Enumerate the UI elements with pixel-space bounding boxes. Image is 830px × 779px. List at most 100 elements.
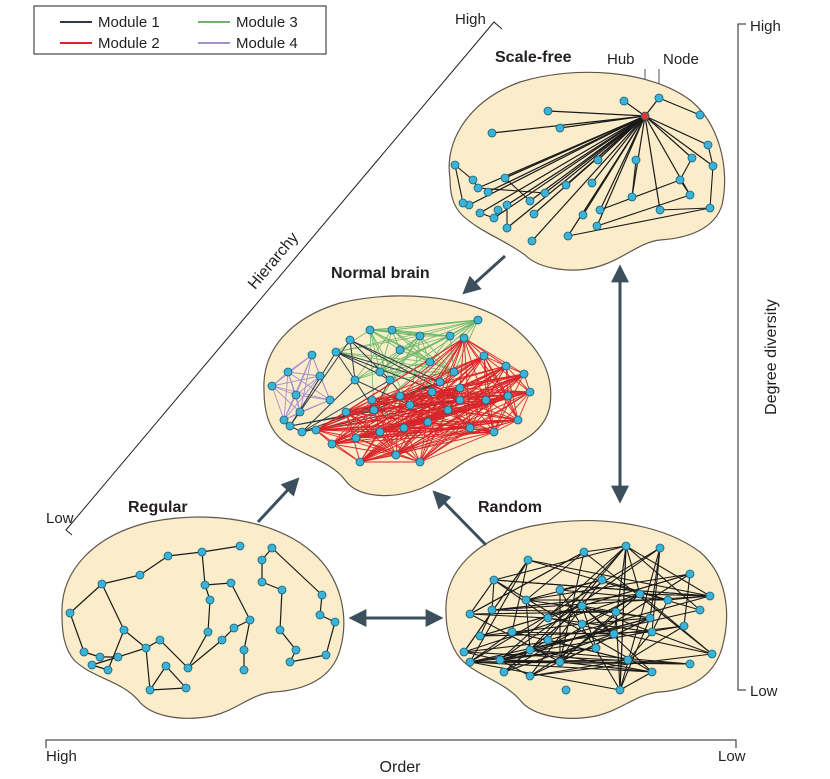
random-edge (499, 545, 627, 661)
normal-brain-node (315, 371, 325, 381)
scale-free-edge (644, 115, 693, 159)
normal-brain-node (513, 415, 523, 425)
scale-free-node (619, 96, 629, 106)
normal-brain-edge-module-2 (379, 431, 397, 456)
regular-node (217, 635, 227, 645)
random-edge (493, 579, 549, 619)
normal-brain-edge-module-2 (345, 387, 461, 413)
scale-free-edge (599, 115, 646, 211)
regular-node (161, 661, 171, 671)
normal-brain-node (365, 325, 375, 335)
normal-brain-edge-module-2 (345, 399, 373, 413)
normal-brain-edge-module-3 (354, 349, 401, 381)
scale-free-node (593, 155, 603, 165)
normal-brain-node (311, 425, 321, 435)
scale-free-node (578, 210, 588, 220)
random-node (507, 627, 517, 637)
normal-brain-node (375, 427, 385, 437)
regular-edge (69, 612, 85, 653)
normal-brain-edge-module-2 (359, 419, 519, 463)
normal-brain-node (415, 331, 425, 341)
normal-brain-edge-module-3 (354, 329, 393, 381)
normal-brain-edge-module-2 (395, 395, 509, 456)
normal-brain-edge-module-4 (271, 385, 285, 421)
normal-brain-edge-module-2 (359, 431, 495, 463)
arrow-scale-free-to-normal (462, 254, 507, 295)
legend-label-module-1: Module 1 (98, 14, 160, 31)
regular-edge (243, 619, 251, 651)
scale-free-edge (454, 164, 464, 204)
hierarchy-axis-line (65, 21, 503, 536)
normal-brain-edge-module-2 (431, 387, 461, 393)
random-edge (627, 631, 653, 661)
normal-brain-edge-module-2 (399, 391, 433, 397)
scale-free-edge (658, 97, 701, 116)
hierarchy-high-label: High (455, 11, 486, 28)
normal-brain-node (473, 315, 483, 325)
random-node (707, 649, 717, 659)
normal-brain-edge-module-2 (331, 337, 465, 445)
scale-free-node (529, 209, 539, 219)
normal-brain-edge-module-2 (315, 429, 357, 439)
normal-brain-node (351, 433, 361, 443)
normal-brain-edge-module-2 (459, 373, 525, 389)
random-node (591, 643, 601, 653)
regular-edge (91, 656, 119, 666)
scale-free-edge (493, 115, 646, 219)
normal-brain-node (449, 367, 459, 377)
normal-brain-edge-module-2 (371, 355, 485, 401)
regular-edge (207, 599, 211, 633)
random-edge (581, 617, 651, 625)
scale-free-node (543, 106, 553, 116)
normal-brain-edge-module-2 (419, 373, 525, 463)
normal-brain-edge-module-2 (399, 337, 465, 397)
normal-brain-edge-module-2 (403, 395, 509, 429)
order-axis-title: Order (380, 759, 422, 776)
normal-brain-node (465, 423, 475, 433)
normal-brain-edge-module-4 (287, 371, 331, 401)
normal-brain-edge-module-2 (459, 387, 487, 401)
regular-edge (230, 582, 251, 621)
degree-diversity-low-label: Low (750, 683, 778, 700)
normal-brain-node (345, 335, 355, 345)
normal-brain-node (415, 457, 425, 467)
regular-node (145, 685, 155, 695)
random-node (487, 605, 497, 615)
random-edge (469, 661, 621, 691)
normal-brain-node (443, 405, 453, 415)
normal-brain-edge-module-2 (355, 427, 471, 439)
normal-brain-edge-module-3 (419, 319, 479, 337)
random-node (615, 685, 625, 695)
random-node (495, 655, 505, 665)
legend-box (33, 5, 327, 55)
random-edge (491, 595, 711, 611)
regular-node (285, 657, 295, 667)
normal-brain-edge-module-2 (345, 411, 471, 429)
normal-brain-edge-module-2 (359, 387, 461, 463)
regular-edge (325, 621, 336, 656)
random-edge (463, 625, 685, 653)
regular-node (239, 665, 249, 675)
regular-node (267, 543, 277, 553)
random-edge (491, 593, 641, 611)
degree-diversity-high-label: High (750, 18, 781, 35)
scale-free-node (675, 175, 685, 185)
normal-brain-node (399, 423, 409, 433)
normal-brain-edge-module-2 (447, 409, 495, 433)
normal-brain-edge-module-1 (349, 339, 441, 383)
normal-brain-node (395, 391, 405, 401)
scale-free-node (595, 205, 605, 215)
regular-edge (187, 631, 209, 669)
normal-brain-edge-module-3 (409, 319, 479, 406)
random-edge (547, 639, 629, 661)
degree-diversity-axis-title: Degree diversity (763, 299, 780, 415)
normal-brain-node (455, 395, 465, 405)
regular-node (113, 652, 123, 662)
normal-brain-node (427, 387, 437, 397)
regular-edge (145, 647, 151, 691)
network-scale-free (450, 93, 718, 246)
order-low-label: Low (718, 748, 746, 765)
scale-free-node (555, 123, 565, 133)
degree-diversity-axis: High Low Degree diversity (737, 18, 781, 700)
legend-label-module-2: Module 2 (98, 35, 160, 52)
